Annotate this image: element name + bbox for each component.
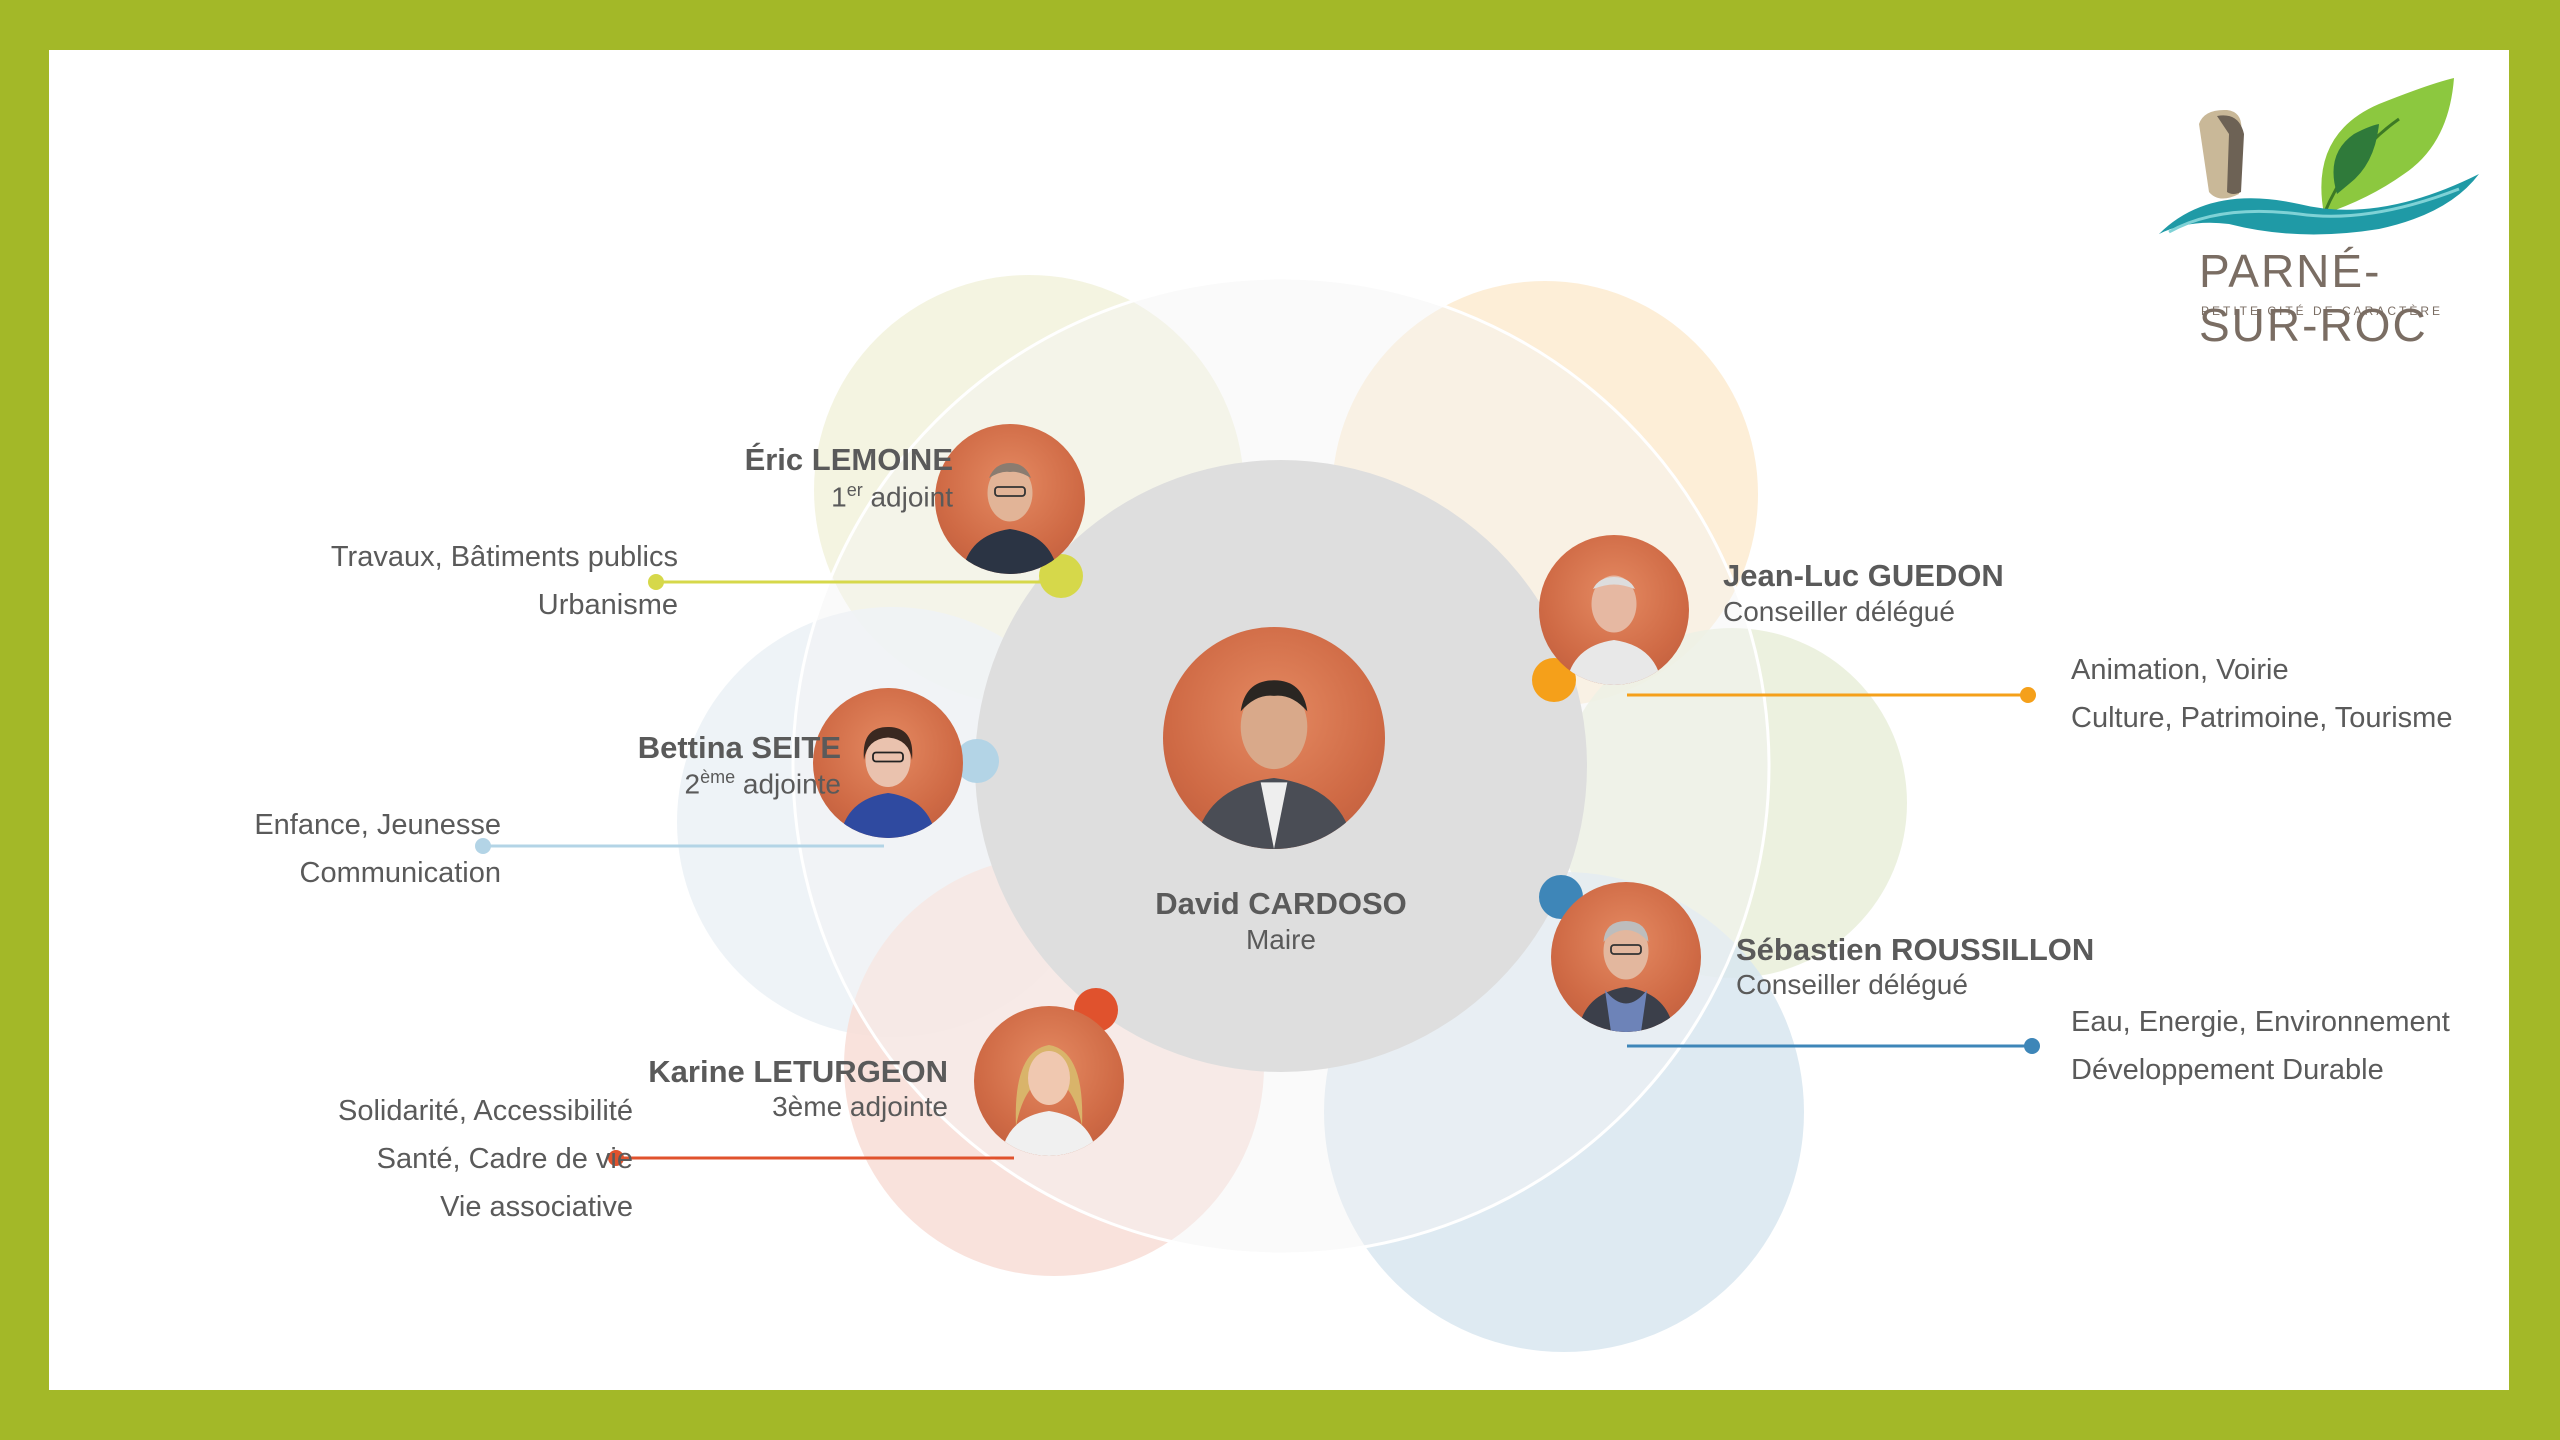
member-name-karine: Karine LETURGEON — [648, 1054, 948, 1089]
leader-jeanluc — [1532, 658, 2036, 703]
logo-subtitle: PETITE CITÉ DE CARACTÈRE — [2201, 304, 2444, 318]
photo-bettina-seite — [813, 688, 963, 838]
mayor-name: David CARDOSO — [1155, 886, 1407, 921]
person-icon — [1566, 575, 1662, 685]
person-icon — [1194, 680, 1354, 849]
photo-karine-leturgeon — [974, 1006, 1124, 1156]
member-role-eric: 1er adjoint — [831, 480, 953, 513]
logo-title: PARNÉ-SUR-ROC — [2199, 245, 2428, 351]
member-role-sebastien: Conseiller délégué — [1736, 969, 1968, 1000]
photo-sebastien-roussillon — [1551, 882, 1701, 1032]
member-role-jeanluc: Conseiller délégué — [1723, 596, 1955, 627]
slide: David CARDOSO Maire Éric LEMOINE 1er adj… — [49, 50, 2509, 1390]
person-icon — [962, 463, 1058, 574]
leader-bettina — [475, 739, 999, 854]
photo-eric-lemoine — [935, 424, 1085, 574]
member-name-bettina: Bettina SEITE — [637, 730, 841, 765]
logo-rock-icon — [2199, 109, 2244, 199]
member-name-jeanluc: Jean-Luc GUEDON — [1723, 558, 2004, 593]
person-icon — [1578, 921, 1674, 1032]
mayor-role: Maire — [1245, 924, 1316, 955]
photo-jeanluc-guedon — [1539, 535, 1689, 685]
logo-leaf-icon — [2321, 78, 2454, 215]
member-domains-sebastien: Eau, Energie, Environnement Développemen… — [2071, 1006, 2450, 1086]
logo-river-icon — [2159, 174, 2479, 235]
member-name-eric: Éric LEMOINE — [744, 442, 953, 477]
person-icon — [1001, 1045, 1097, 1156]
person-icon — [840, 727, 936, 838]
photo-david-cardoso — [1163, 627, 1385, 849]
member-name-sebastien: Sébastien ROUSSILLON — [1736, 932, 2095, 967]
member-domains-eric: Travaux, Bâtiments publics Urbanisme — [330, 541, 678, 621]
member-domains-karine: Solidarité, Accessibilité Santé, Cadre d… — [338, 1095, 633, 1223]
logo: PARNÉ-SUR-ROC PETITE CITÉ DE CARACTÈRE — [2149, 64, 2489, 351]
member-domains-bettina: Enfance, Jeunesse Communication — [254, 809, 501, 889]
member-role-karine: 3ème adjointe — [772, 1091, 948, 1122]
member-domains-jeanluc: Animation, Voirie Culture, Patrimoine, T… — [2071, 654, 2453, 734]
member-role-bettina: 2ème adjointe — [684, 767, 841, 800]
